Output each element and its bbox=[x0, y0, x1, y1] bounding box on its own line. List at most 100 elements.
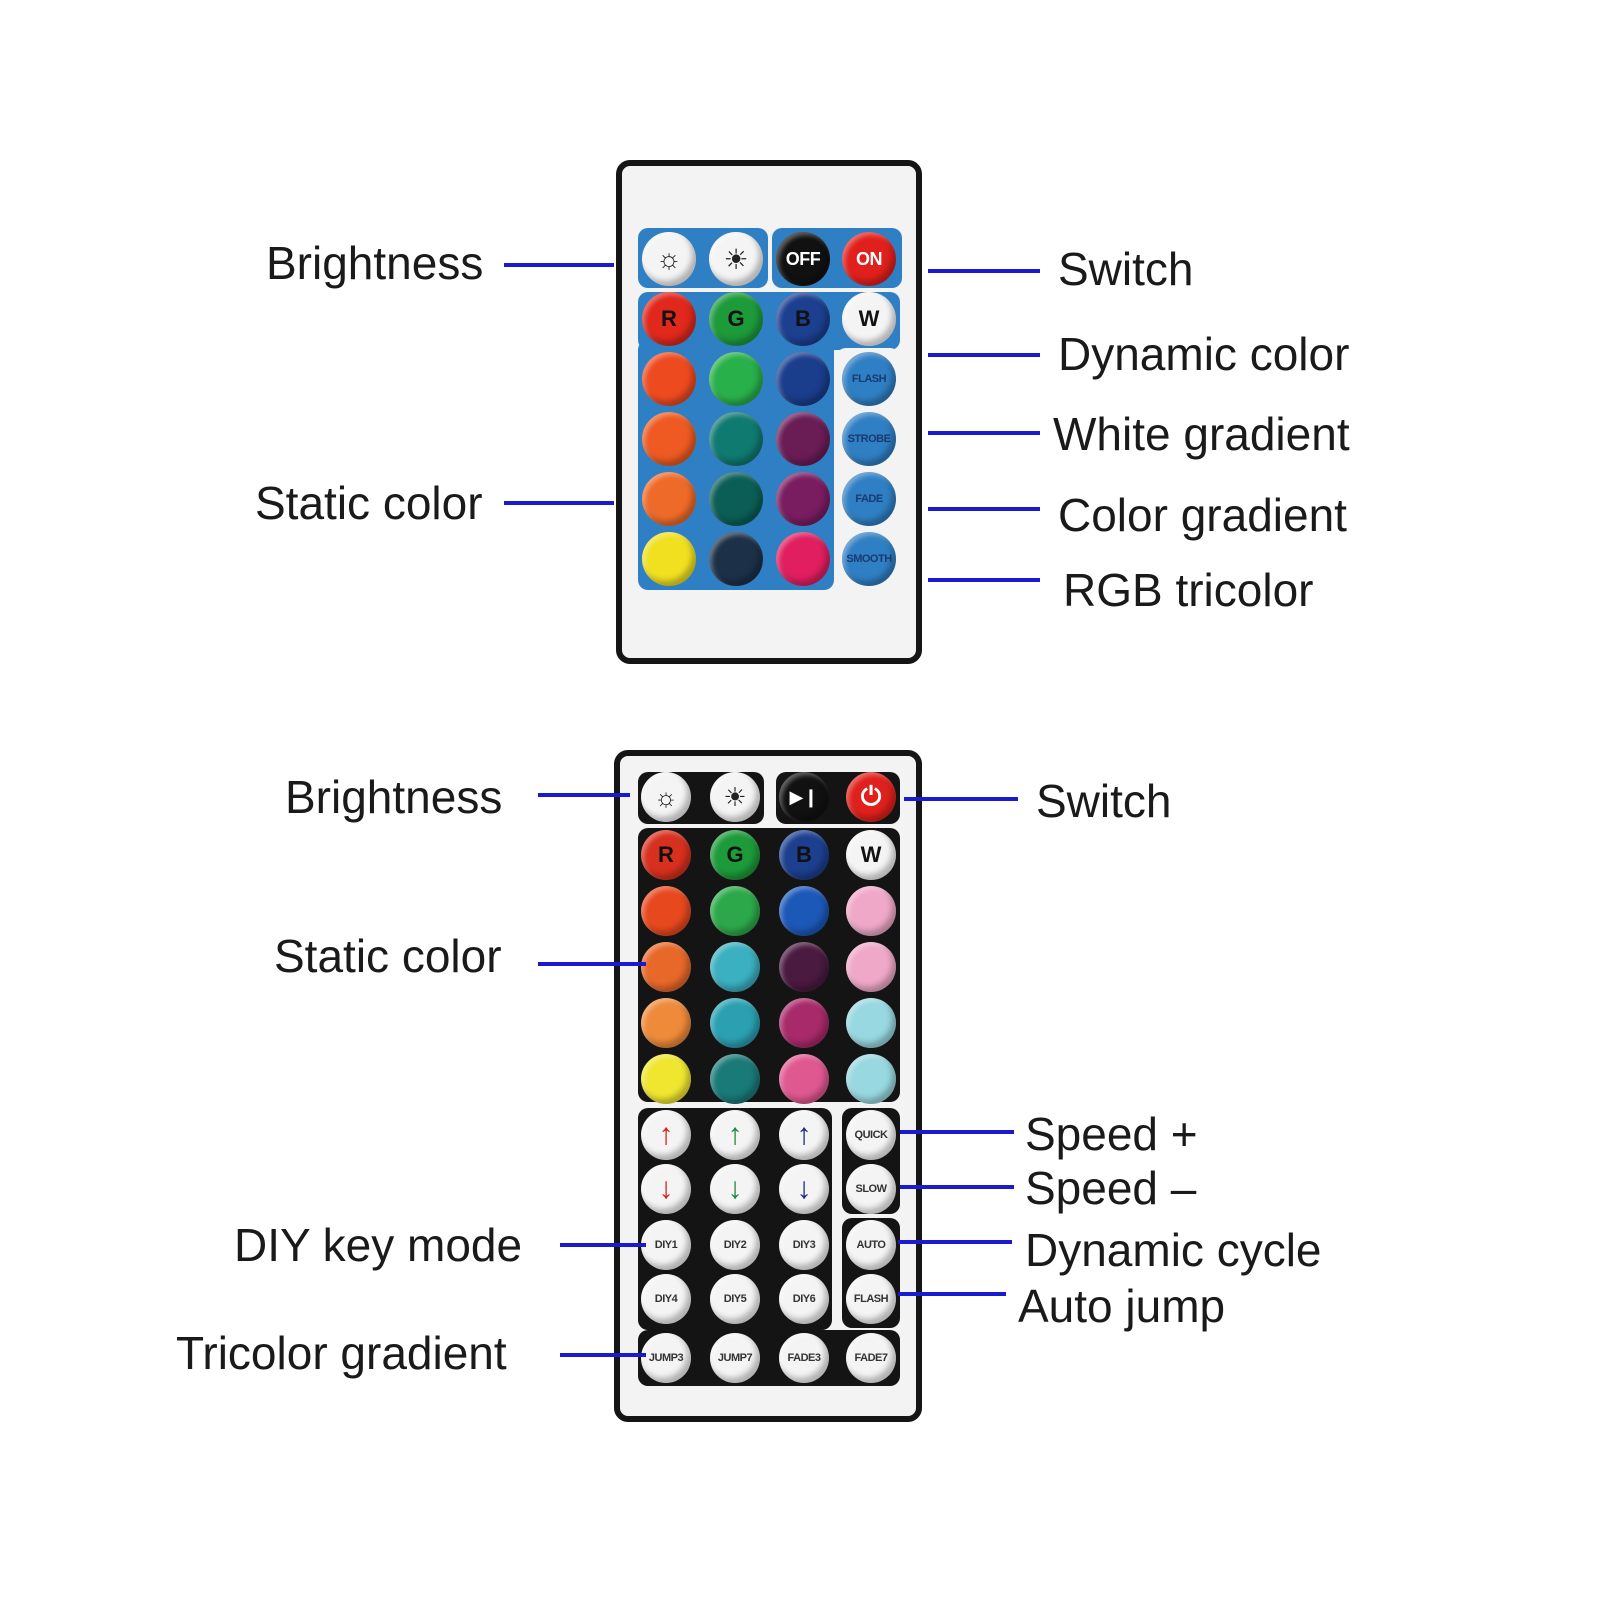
fade3-button[interactable]: FADE3 bbox=[779, 1333, 829, 1383]
green-up-button[interactable]: ↑ bbox=[710, 1110, 760, 1160]
label-switch-top: Switch bbox=[1058, 243, 1194, 295]
green-button[interactable]: G bbox=[709, 292, 763, 346]
leader-line bbox=[928, 578, 1040, 582]
static-color-button[interactable] bbox=[641, 886, 691, 936]
flash-button[interactable]: FLASH bbox=[846, 1274, 896, 1324]
leader-line bbox=[898, 1240, 1012, 1244]
label-brightness-bottom: Brightness bbox=[285, 771, 503, 823]
static-color-button[interactable] bbox=[710, 998, 760, 1048]
brightness-up-button[interactable]: ☼ bbox=[642, 232, 696, 286]
static-color-button[interactable] bbox=[846, 942, 896, 992]
diy1-button[interactable]: DIY1 bbox=[641, 1220, 691, 1270]
slow-button[interactable]: SLOW bbox=[846, 1164, 896, 1214]
diy6-button[interactable]: DIY6 bbox=[779, 1274, 829, 1324]
fade7-button[interactable]: FADE7 bbox=[846, 1333, 896, 1383]
static-color-button[interactable] bbox=[779, 998, 829, 1048]
static-color-button[interactable] bbox=[709, 532, 763, 586]
diy6-button-label: DIY6 bbox=[792, 1293, 816, 1305]
label-tricolor-gradient: Tricolor gradient bbox=[176, 1327, 507, 1379]
static-color-button[interactable] bbox=[776, 472, 830, 526]
play-pause-button[interactable]: ▶❙ bbox=[779, 772, 829, 822]
fade-button-label: FADE bbox=[855, 493, 883, 505]
red-button[interactable]: R bbox=[642, 292, 696, 346]
diy5-button[interactable]: DIY5 bbox=[710, 1274, 760, 1324]
diy2-button[interactable]: DIY2 bbox=[710, 1220, 760, 1270]
jump7-button[interactable]: JUMP7 bbox=[710, 1333, 760, 1383]
smooth-button[interactable]: SMOOTH bbox=[842, 532, 896, 586]
leader-line bbox=[928, 431, 1040, 435]
static-color-button[interactable] bbox=[641, 998, 691, 1048]
diy2-button-label: DIY2 bbox=[723, 1239, 747, 1251]
white-button-label: W bbox=[858, 306, 880, 331]
static-color-button[interactable] bbox=[776, 412, 830, 466]
red-button[interactable]: R bbox=[641, 830, 691, 880]
quick-button-label: QUICK bbox=[854, 1129, 888, 1141]
brightness-down-button[interactable]: ☀ bbox=[709, 232, 763, 286]
power-button[interactable]: ⏻ bbox=[846, 772, 896, 822]
blue-button[interactable]: B bbox=[776, 292, 830, 346]
static-color-button[interactable] bbox=[710, 886, 760, 936]
label-color-gradient: Color gradient bbox=[1058, 489, 1347, 541]
leader-line bbox=[538, 962, 646, 966]
blue-button-label: B bbox=[796, 842, 812, 867]
fade3-button-label: FADE3 bbox=[787, 1352, 821, 1364]
fade-button[interactable]: FADE bbox=[842, 472, 896, 526]
on-button[interactable]: ON bbox=[842, 232, 896, 286]
green-button-label: G bbox=[727, 306, 745, 331]
brightness-down-button[interactable]: ☀ bbox=[710, 772, 760, 822]
blue-down-button[interactable]: ↓ bbox=[779, 1164, 829, 1214]
static-color-button[interactable] bbox=[642, 532, 696, 586]
static-color-button[interactable] bbox=[846, 1054, 896, 1104]
static-color-button[interactable] bbox=[779, 1054, 829, 1104]
static-color-button[interactable] bbox=[776, 352, 830, 406]
blue-up-button[interactable]: ↑ bbox=[779, 1110, 829, 1160]
leader-line bbox=[928, 269, 1040, 273]
label-brightness-top: Brightness bbox=[266, 237, 484, 289]
white-button[interactable]: W bbox=[842, 292, 896, 346]
arrow-down-icon: ↓ bbox=[658, 1172, 674, 1205]
static-color-button[interactable] bbox=[779, 942, 829, 992]
label-auto-jump: Auto jump bbox=[1018, 1280, 1226, 1332]
blue-button-label: B bbox=[795, 306, 811, 331]
static-color-button[interactable] bbox=[846, 886, 896, 936]
label-white-gradient: White gradient bbox=[1053, 408, 1350, 460]
static-color-button[interactable] bbox=[709, 352, 763, 406]
bulb-icon: ☀ bbox=[723, 243, 749, 275]
static-color-button[interactable] bbox=[779, 886, 829, 936]
jump3-button[interactable]: JUMP3 bbox=[641, 1333, 691, 1383]
static-color-button[interactable] bbox=[709, 412, 763, 466]
red-up-button[interactable]: ↑ bbox=[641, 1110, 691, 1160]
white-button[interactable]: W bbox=[846, 830, 896, 880]
static-color-button[interactable] bbox=[641, 1054, 691, 1104]
play-pause-icon: ▶❙ bbox=[789, 786, 819, 807]
blue-button[interactable]: B bbox=[779, 830, 829, 880]
arrow-up-icon: ↑ bbox=[796, 1118, 812, 1151]
static-color-button[interactable] bbox=[710, 1054, 760, 1104]
smooth-button-label: SMOOTH bbox=[846, 553, 892, 565]
red-down-button[interactable]: ↓ bbox=[641, 1164, 691, 1214]
jump7-button-label: JUMP7 bbox=[717, 1352, 753, 1364]
static-color-button[interactable] bbox=[776, 532, 830, 586]
label-rgb-tricolor: RGB tricolor bbox=[1063, 564, 1314, 616]
auto-button[interactable]: AUTO bbox=[846, 1220, 896, 1270]
static-color-button[interactable] bbox=[642, 352, 696, 406]
off-button[interactable]: OFF bbox=[776, 232, 830, 286]
static-color-button[interactable] bbox=[641, 942, 691, 992]
green-down-button[interactable]: ↓ bbox=[710, 1164, 760, 1214]
brightness-up-button[interactable]: ☼ bbox=[641, 772, 691, 822]
auto-button-label: AUTO bbox=[856, 1239, 886, 1251]
static-color-button[interactable] bbox=[710, 942, 760, 992]
static-color-button[interactable] bbox=[709, 472, 763, 526]
static-color-button[interactable] bbox=[846, 998, 896, 1048]
flash-button[interactable]: FLASH bbox=[842, 352, 896, 406]
white-button-label: W bbox=[860, 842, 882, 867]
quick-button[interactable]: QUICK bbox=[846, 1110, 896, 1160]
green-button[interactable]: G bbox=[710, 830, 760, 880]
strobe-button[interactable]: STROBE bbox=[842, 412, 896, 466]
diy3-button[interactable]: DIY3 bbox=[779, 1220, 829, 1270]
diy4-button[interactable]: DIY4 bbox=[641, 1274, 691, 1324]
static-color-button[interactable] bbox=[642, 472, 696, 526]
static-color-button[interactable] bbox=[642, 412, 696, 466]
leader-line bbox=[560, 1243, 646, 1247]
slow-button-label: SLOW bbox=[855, 1183, 888, 1195]
